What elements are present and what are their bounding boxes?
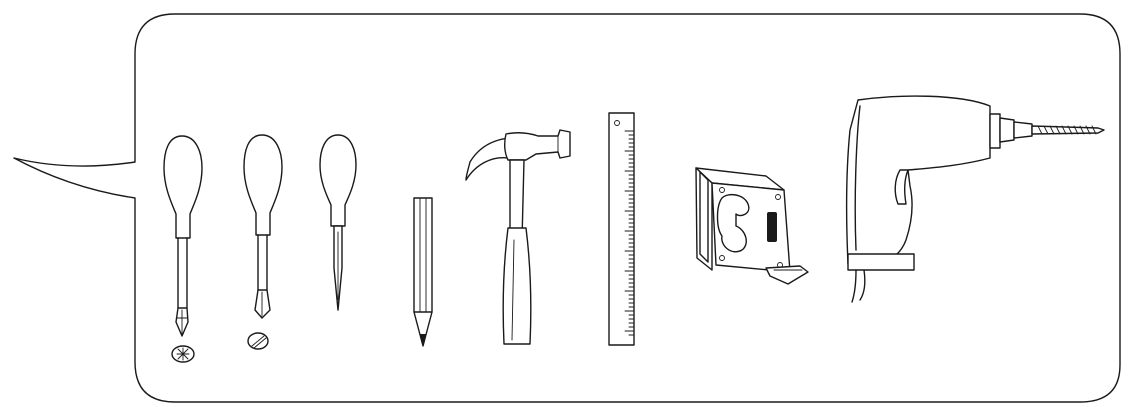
tape-measure-icon <box>695 167 809 285</box>
awl-icon <box>319 134 357 311</box>
speech-bubble <box>13 13 1121 403</box>
power-drill-icon <box>845 95 1105 303</box>
pencil-icon <box>413 197 433 347</box>
phillips-screwdriver-icon <box>163 135 203 363</box>
flathead-screwdriver-icon <box>243 134 283 350</box>
claw-hammer-icon <box>465 129 571 345</box>
ruler-icon <box>608 112 635 346</box>
